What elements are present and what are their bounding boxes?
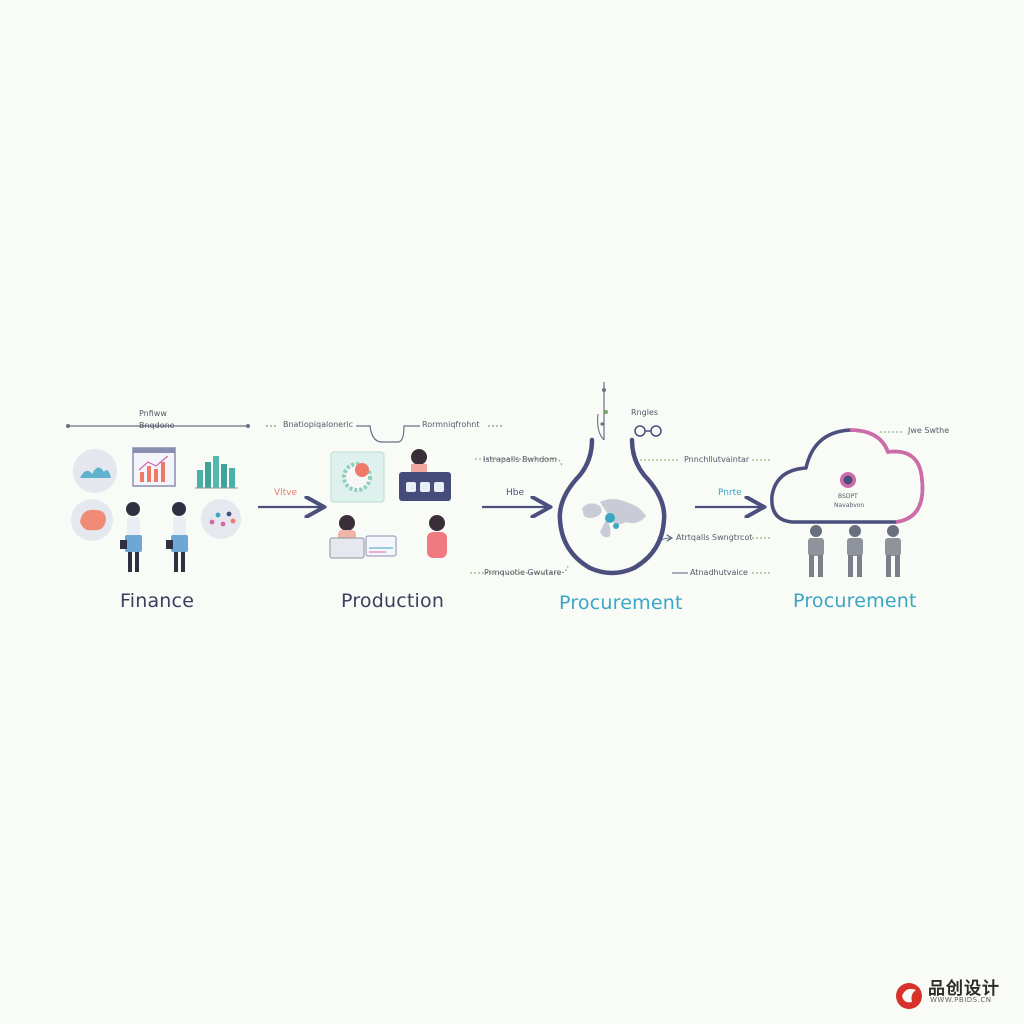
arrow-label-1: Vltve <box>274 488 298 498</box>
procurement-annotation-left-top: Istrapalls Bwhdom <box>483 455 557 464</box>
binoculars-icon <box>634 425 662 437</box>
bar-chart-icon <box>195 456 238 489</box>
production-connector-lines <box>266 425 504 443</box>
stage-label-production: Production <box>341 590 445 612</box>
person-icon <box>427 515 447 558</box>
production-annotation-left: Bnatiopiqaloneric <box>283 420 354 429</box>
cloud-icon <box>770 428 925 524</box>
arrow-label-2: Hbe <box>506 488 525 498</box>
piggy-icon <box>71 499 113 541</box>
finance-top-bracket <box>66 424 250 428</box>
procurement-annotation-right-bottom: Atnadhutvaice <box>690 568 748 577</box>
procurement-annotation-right-mid: Atrtqalls Swngtrcot <box>676 533 753 542</box>
scatter-icon <box>201 499 241 539</box>
watermark-logo-icon <box>896 983 922 1009</box>
stage-label-finance: Finance <box>120 590 195 612</box>
procurement-annotation-top: Rngles <box>631 408 659 417</box>
production-annotation-right: Rormniqfrohnt <box>422 420 480 429</box>
bar-report-icon <box>132 447 176 487</box>
finance-annotation-1: Pnfiww <box>139 409 167 418</box>
person-icon <box>120 502 142 572</box>
person-icon <box>166 502 188 572</box>
procurement-annotation-right-top: Pnnchllutvaintar <box>684 455 750 464</box>
person-icon <box>885 525 901 577</box>
control-panel-icon <box>399 449 451 501</box>
cloud-badge-1: BSDPT <box>838 493 858 500</box>
finance-annotation-2: Bnqdone <box>139 421 175 430</box>
stage-label-procurement-cloud: Procurement <box>793 590 917 612</box>
arrow-label-3: Pnrte <box>718 488 742 498</box>
gear-screen-icon <box>330 451 385 503</box>
funnel-outline <box>557 437 667 576</box>
wave-chart-icon <box>73 449 117 493</box>
person-icon <box>808 525 824 577</box>
procurement-annotation-left-bottom: Prmquotie Gwutare <box>484 568 562 577</box>
watermark-text: 品创设计 <box>928 979 1000 999</box>
location-pin-icon <box>600 382 608 440</box>
globe-icon <box>582 499 646 538</box>
laptop-icon <box>329 515 397 559</box>
stage-label-procurement: Procurement <box>559 592 683 614</box>
watermark: 品创设计 WWW.PBIDS.CN <box>890 974 1010 1008</box>
watermark-url: WWW.PBIDS.CN <box>930 996 992 1004</box>
cloud-annotation: Jwe Swthe <box>908 426 950 435</box>
cloud-badge-2: Navabvon <box>834 502 865 509</box>
procurement-callout-lines <box>470 413 772 574</box>
person-icon <box>847 525 863 577</box>
